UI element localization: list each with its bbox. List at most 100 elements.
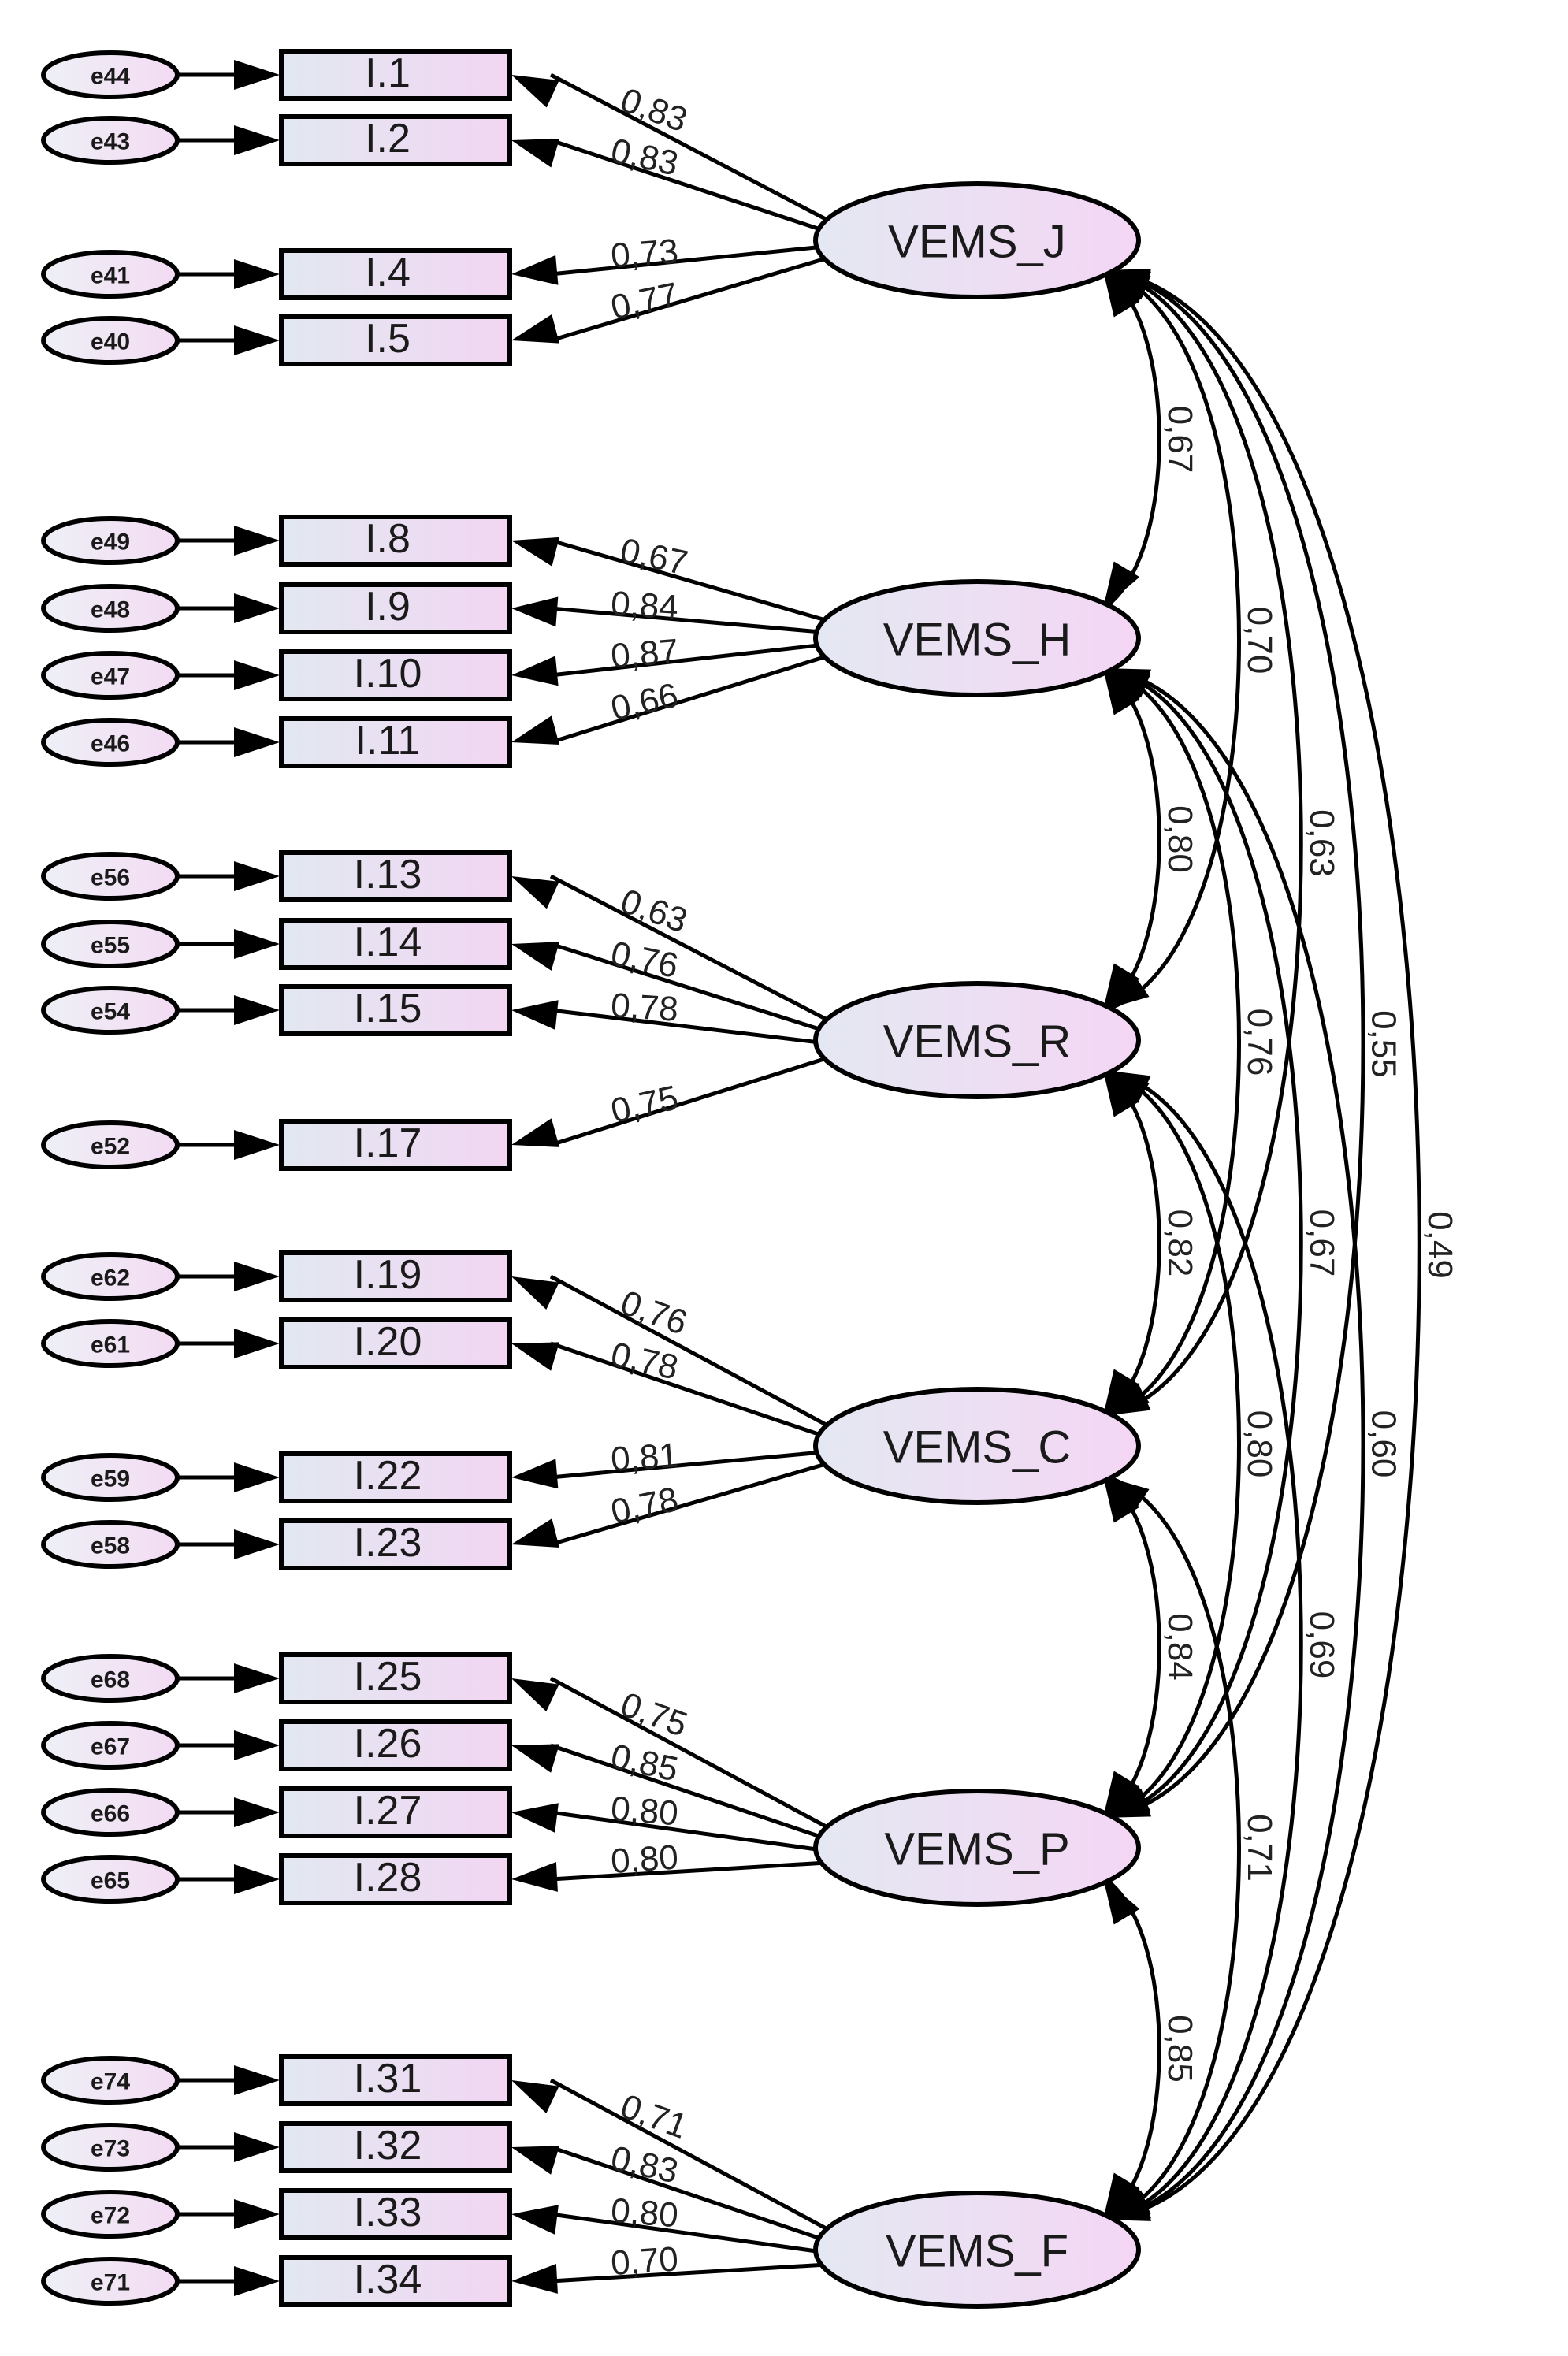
error-label: e55 <box>91 933 130 959</box>
error-arrowhead <box>234 2132 280 2162</box>
item-label: I.1 <box>365 50 411 96</box>
item-box-i-1 <box>279 49 512 101</box>
error-node-e47 <box>41 651 180 700</box>
correlation-label: 0,82 <box>1161 1210 1199 1277</box>
factor-label: VEMS_C <box>883 1422 1072 1473</box>
correlation-arc-h-r <box>1102 666 1161 1013</box>
item-box-i-4 <box>279 248 512 300</box>
correlation-label: 0,60 <box>1365 1410 1403 1478</box>
error-label: e46 <box>91 731 130 757</box>
loading-arrowhead <box>511 2263 558 2294</box>
loading-arrowhead <box>511 656 559 686</box>
error-node-e74 <box>41 2056 180 2105</box>
correlation-arrowhead <box>1103 1476 1150 1514</box>
error-node-e56 <box>41 852 180 901</box>
correlation-arc-r-f <box>1102 1068 1303 2222</box>
label-layer: 0,670,700,630,550,490,800,760,670,600,82… <box>91 50 1459 2302</box>
error-arrowhead <box>234 660 280 690</box>
item-box-i-10 <box>279 649 512 701</box>
loading-path <box>550 538 840 626</box>
loading-path <box>550 1008 840 1047</box>
correlation-arrowhead <box>1103 2172 1140 2220</box>
item-label: I.13 <box>354 852 422 897</box>
correlation-label: 0,49 <box>1421 1211 1459 1279</box>
loading-path <box>549 72 841 229</box>
error-node-e73 <box>41 2123 180 2172</box>
loading-label: 0,76 <box>608 935 682 986</box>
correlation-arrowhead <box>1103 269 1152 298</box>
error-node-e52 <box>41 1120 180 1169</box>
error-node-e40 <box>41 316 180 365</box>
loading-arrowhead <box>511 138 559 168</box>
loading-arrowhead <box>511 1518 559 1548</box>
loading-arrowhead <box>511 537 559 567</box>
correlation-label: 0,85 <box>1161 2015 1199 2083</box>
item-label: I.4 <box>365 250 411 295</box>
loading-path <box>550 138 840 238</box>
error-node-e48 <box>41 584 180 633</box>
correlation-label: 0,67 <box>1302 1210 1341 1277</box>
loading-label: 0,80 <box>609 1789 679 1833</box>
loading-label: 0,75 <box>608 1078 682 1131</box>
error-node-e62 <box>41 1252 180 1301</box>
correlation-arc-r-c <box>1102 1068 1161 1418</box>
error-node-e67 <box>41 1721 180 1770</box>
item-box-i-5 <box>279 314 512 366</box>
loading-label: 0,81 <box>610 1436 680 1479</box>
error-node-e44 <box>41 50 180 99</box>
factor-node-j <box>813 181 1141 299</box>
loading-path <box>550 2261 840 2284</box>
loading-path <box>549 1274 841 1434</box>
item-box-i-32 <box>279 2121 512 2173</box>
error-arrowhead <box>234 60 280 90</box>
correlation-arc-j-p <box>1102 268 1365 1820</box>
error-label: e52 <box>91 1134 130 1160</box>
item-label: I.31 <box>354 2056 422 2101</box>
correlation-label: 0,84 <box>1161 1613 1199 1681</box>
loading-path <box>550 1448 840 1480</box>
correlation-arrowhead <box>1103 1878 1140 1925</box>
item-box-i-2 <box>279 114 512 166</box>
correlation-arc-c-f <box>1102 1473 1241 2222</box>
factor-node-f <box>813 2191 1141 2309</box>
error-arrowhead <box>234 1797 280 1827</box>
factor-label: VEMS_P <box>884 1824 1069 1875</box>
error-arrowhead <box>234 727 280 757</box>
factor-label: VEMS_J <box>888 217 1066 268</box>
item-label: I.2 <box>365 116 411 162</box>
item-box-i-34 <box>279 2255 512 2307</box>
error-node-e43 <box>41 116 180 165</box>
factor-label: VEMS_H <box>883 615 1072 666</box>
loading-label: 0,78 <box>610 986 680 1028</box>
loading-arrowhead <box>511 314 559 344</box>
error-label: e48 <box>91 597 130 623</box>
loading-path <box>550 1052 840 1147</box>
loading-arrowhead <box>511 1678 559 1711</box>
loading-path <box>549 874 841 1028</box>
loading-arrowhead <box>511 1459 559 1489</box>
error-node-e46 <box>41 718 180 767</box>
error-arrowhead <box>234 2266 280 2296</box>
error-arrowhead <box>234 2065 280 2095</box>
error-label: e54 <box>91 999 130 1025</box>
item-label: I.22 <box>354 1453 422 1499</box>
item-box-i-11 <box>279 716 512 768</box>
loading-arrowhead <box>511 1342 560 1371</box>
error-arrowhead <box>234 259 280 289</box>
item-label: I.20 <box>354 1319 422 1365</box>
loading-path <box>550 2145 840 2247</box>
item-box-i-26 <box>279 1719 512 1771</box>
error-arrowhead <box>234 1529 280 1559</box>
correlation-arrowhead <box>1103 1369 1140 1416</box>
correlation-label: 0,80 <box>1161 805 1199 873</box>
error-arrowhead <box>234 1462 280 1492</box>
loading-arrowhead <box>511 1803 559 1833</box>
loading-path <box>550 1341 840 1444</box>
item-label: I.23 <box>354 1520 422 1566</box>
error-label: e74 <box>91 2069 130 2095</box>
loading-path <box>550 606 840 636</box>
correlation-label: 0,67 <box>1161 406 1199 474</box>
error-node-e72 <box>41 2190 180 2239</box>
correlation-arc-h-f <box>1102 666 1365 2222</box>
error-node-e68 <box>41 1654 180 1703</box>
